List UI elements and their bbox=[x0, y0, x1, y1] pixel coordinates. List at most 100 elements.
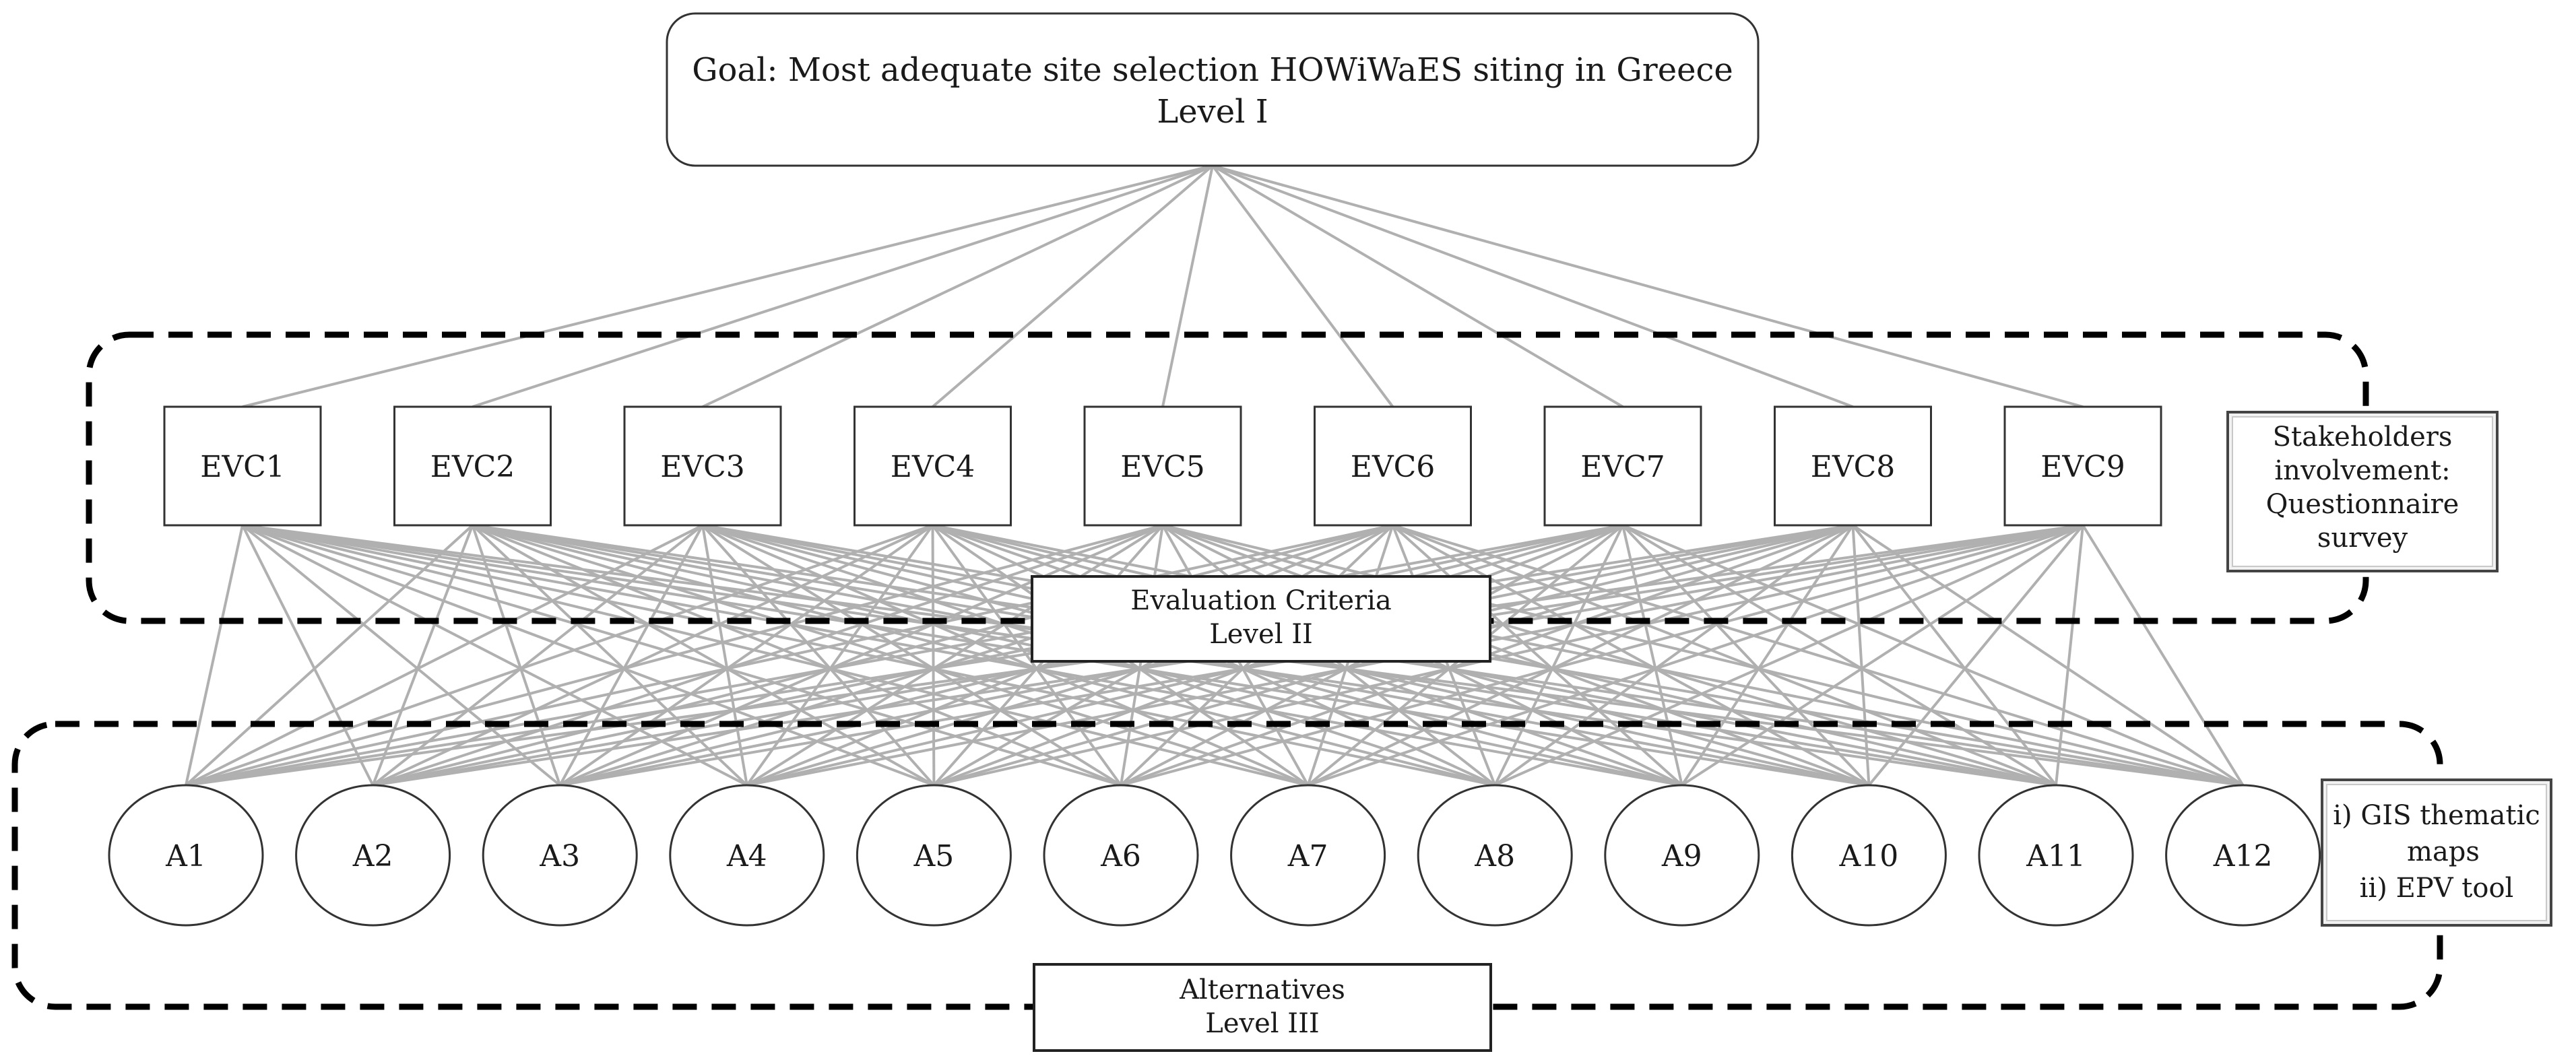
criteria-level-label: Level II bbox=[1209, 619, 1313, 650]
goal-connector-5 bbox=[1161, 165, 1214, 407]
criteria-connector bbox=[1162, 524, 2244, 787]
criteria-connector bbox=[1392, 524, 2057, 787]
alternative-label: A3 bbox=[539, 839, 580, 873]
criteria-connector bbox=[1307, 524, 2084, 787]
criteria-connector bbox=[373, 524, 1623, 787]
criterion-node-4: EVC4 bbox=[854, 405, 1012, 527]
criteria-connector bbox=[242, 524, 1683, 787]
criteria-connector bbox=[185, 524, 1163, 787]
criteria-connector bbox=[932, 524, 2243, 787]
criteria-connector bbox=[373, 524, 1393, 787]
alternative-node-11: A11 bbox=[1978, 784, 2134, 927]
criteria-connector bbox=[559, 524, 1394, 787]
alternative-node-10: A10 bbox=[1791, 784, 1947, 927]
criterion-node-2: EVC2 bbox=[393, 405, 552, 527]
criteria-connector bbox=[185, 524, 474, 787]
criterion-label: EVC2 bbox=[430, 450, 515, 484]
goal-connector-6 bbox=[1211, 164, 1394, 408]
criteria-connector bbox=[185, 524, 934, 787]
criteria-connector bbox=[185, 525, 244, 786]
criteria-connector bbox=[1494, 524, 2084, 787]
alternative-node-6: A6 bbox=[1043, 784, 1199, 927]
criteria-connector bbox=[1622, 524, 2244, 787]
criterion-node-1: EVC1 bbox=[163, 405, 322, 527]
alternative-node-3: A3 bbox=[482, 784, 638, 927]
criterion-label: EVC3 bbox=[660, 450, 745, 484]
alternatives-level-label: Level III bbox=[1205, 1008, 1319, 1039]
alternative-node-9: A9 bbox=[1604, 784, 1760, 927]
alternatives-level-box: Alternatives Level III bbox=[1033, 963, 1492, 1052]
criteria-connector bbox=[2082, 524, 2245, 787]
criteria-level-title: Evaluation Criteria bbox=[1130, 585, 1392, 616]
criteria-connector bbox=[185, 524, 703, 787]
criterion-node-6: EVC6 bbox=[1314, 405, 1472, 527]
criterion-label: EVC6 bbox=[1351, 450, 1436, 484]
alternative-nodes: A1 A2 A3 A4 A5 A6 A7 A8 A9 A10 A11 A12 bbox=[108, 784, 2321, 927]
alternative-label: A5 bbox=[913, 839, 955, 873]
goal-connector-8 bbox=[1212, 164, 1854, 408]
criteria-connector bbox=[1392, 524, 2244, 787]
criteria-connector bbox=[185, 524, 1393, 787]
alternative-label: A11 bbox=[2026, 839, 2086, 873]
criterion-label: EVC4 bbox=[891, 450, 975, 484]
alternative-node-12: A12 bbox=[2165, 784, 2321, 927]
criteria-connector bbox=[1867, 524, 2084, 787]
alternative-label: A9 bbox=[1661, 839, 1702, 873]
criteria-nodes: EVC1 EVC2 EVC3 EVC4 EVC5 EVC6 EVC7 EVC8 EVC9 bbox=[163, 405, 2162, 527]
alternative-node-4: A4 bbox=[669, 784, 825, 927]
criteria-connector bbox=[2055, 525, 2084, 786]
alternative-node-2: A2 bbox=[295, 784, 451, 927]
criteria-connector bbox=[185, 524, 1623, 787]
criteria-connector bbox=[1120, 524, 2084, 787]
tools-note-box: i) GIS thematic maps ii) EPV tool bbox=[2321, 778, 2552, 927]
criterion-node-8: EVC8 bbox=[1774, 405, 1932, 527]
criteria-connector bbox=[931, 525, 936, 786]
criterion-node-9: EVC9 bbox=[2003, 405, 2162, 527]
alternative-label: A12 bbox=[2213, 839, 2273, 873]
goal-level-label: Level I bbox=[1157, 93, 1268, 131]
criterion-node-5: EVC5 bbox=[1083, 405, 1242, 527]
stakeholders-line-2: involvement: bbox=[2274, 455, 2450, 486]
alternative-label: A7 bbox=[1287, 839, 1328, 873]
criterion-node-7: EVC7 bbox=[1543, 405, 1702, 527]
goal-connector-9 bbox=[1212, 164, 2084, 408]
criteria-connector bbox=[1162, 524, 2057, 787]
criterion-label: EVC5 bbox=[1120, 450, 1205, 484]
tools-line-1: i) GIS thematic bbox=[2333, 800, 2540, 831]
alternative-node-1: A1 bbox=[108, 784, 264, 927]
alternative-label: A10 bbox=[1839, 839, 1899, 873]
goal-connector-2 bbox=[472, 164, 1213, 408]
criteria-connector bbox=[472, 524, 1495, 787]
criteria-connector bbox=[1681, 524, 2084, 787]
criteria-connector bbox=[472, 524, 1309, 787]
alternative-label: A8 bbox=[1474, 839, 1515, 873]
alternative-node-7: A7 bbox=[1230, 784, 1386, 927]
goal-connector-1 bbox=[242, 164, 1213, 408]
criterion-label: EVC1 bbox=[200, 450, 285, 484]
stakeholders-line-4: survey bbox=[2317, 523, 2408, 554]
criterion-label: EVC9 bbox=[2040, 450, 2125, 484]
criteria-connector bbox=[932, 524, 2057, 787]
stakeholders-line-1: Stakeholders bbox=[2273, 422, 2453, 453]
goal-connector-4 bbox=[932, 164, 1214, 408]
goal-title: Goal: Most adequate site selection HOWiW… bbox=[692, 51, 1733, 89]
criterion-label: EVC7 bbox=[1580, 450, 1665, 484]
goal-to-criteria-connectors bbox=[242, 164, 2084, 408]
alternative-label: A4 bbox=[726, 839, 767, 873]
alternative-node-8: A8 bbox=[1417, 784, 1573, 927]
criterion-node-3: EVC3 bbox=[623, 405, 782, 527]
criteria-connector bbox=[933, 524, 2084, 787]
criteria-level-box: Evaluation Criteria Level II bbox=[1031, 575, 1491, 663]
goal-connector-3 bbox=[702, 164, 1213, 408]
tools-line-2: maps bbox=[2407, 836, 2480, 867]
stakeholders-note-box: Stakeholders involvement: Questionnaire … bbox=[2226, 411, 2499, 572]
stakeholders-line-3: Questionnaire bbox=[2266, 489, 2459, 520]
alternative-node-5: A5 bbox=[856, 784, 1012, 927]
alternative-label: A6 bbox=[1100, 839, 1141, 873]
alternative-label: A2 bbox=[352, 839, 393, 873]
goal-connector-7 bbox=[1211, 164, 1624, 408]
criterion-label: EVC8 bbox=[1811, 450, 1896, 484]
goal-node: Goal: Most adequate site selection HOWiW… bbox=[666, 12, 1760, 167]
criteria-connector bbox=[185, 524, 1853, 787]
